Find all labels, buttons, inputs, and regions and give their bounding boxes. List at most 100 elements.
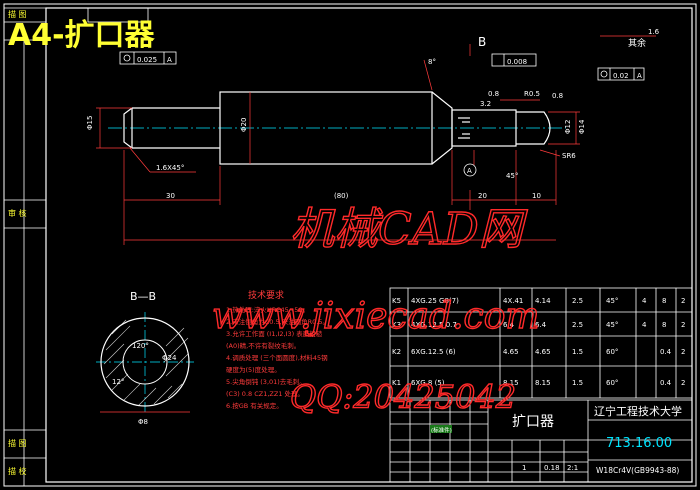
table-cell: 6.4 (535, 321, 547, 329)
inner-frame (45, 7, 693, 483)
table-cell: 45° (606, 297, 618, 305)
weight: 0.18 (544, 464, 560, 472)
watermark-line-2: www.jixiecad.com (212, 296, 540, 337)
table-cell: 0.4 (660, 379, 672, 387)
left-binding-strip (4, 7, 46, 486)
table-cell: K3 (392, 321, 401, 329)
table-cell: 0.4 (660, 348, 672, 356)
table-cell: 8.15 (503, 379, 519, 387)
scale: 2:1 (567, 464, 578, 472)
section-mark-top: B (478, 35, 486, 49)
table-cell: 4X.41 (503, 297, 523, 305)
param-table-grid (389, 287, 693, 399)
strip-label-2: 审 核 (8, 208, 27, 218)
tech-req-line-4: (A0)精,不许有裂纹毛刺。 (226, 341, 300, 350)
table-cell: 4 (642, 321, 647, 329)
sheet-number: 1 (522, 464, 526, 472)
strip-label-4: 描 校 (8, 466, 27, 476)
strip-label-1: 描 图 (8, 9, 27, 19)
dim-dia-main: Φ20 (240, 118, 248, 132)
strip-label-3: 描 图 (8, 438, 27, 448)
tolerance-frames (119, 51, 645, 81)
table-cell: 6.4 (503, 321, 515, 329)
dim-angle-2: 8° (428, 58, 436, 66)
tech-req-line-1: 1.热处理:淬火HRC45~50。 (226, 305, 309, 314)
tol-value-right: 0.02 (613, 72, 629, 80)
table-cell: 2 (681, 297, 685, 305)
datum-circle (463, 163, 477, 177)
tol-position-symbol-icon (123, 54, 131, 62)
param-table-rows: K5 4XG.25 G8(7) 4X.41 4.14 2.5 45° 4 8 2… (392, 297, 685, 387)
table-cell: 4.65 (503, 348, 519, 356)
dim-len-right: 10 (532, 192, 541, 200)
sheet-title: A4-扩口器 (8, 18, 156, 53)
corner-note: 其余 (628, 37, 646, 49)
dim-rough-2: 0.8 (552, 92, 563, 100)
section-view-title: B—B (130, 290, 156, 303)
table-cell: 8 (662, 297, 666, 305)
table-cell: 1.5 (572, 379, 583, 387)
table-cell: 2 (681, 348, 685, 356)
tol-ref-right: A (637, 72, 642, 80)
title-block-grid (389, 399, 693, 483)
dim-len-left: 30 (166, 192, 175, 200)
tol-concentric-symbol-icon (600, 70, 608, 78)
tech-req-line-9: 6.按GB 有关规定。 (226, 401, 283, 410)
section-angle-2: 12° (112, 378, 124, 386)
table-cell: 2 (681, 321, 685, 329)
tech-req-line-5: 4.调质处理 (三个面圆度),材料45钢 (226, 353, 328, 362)
shaft-dimensions (96, 35, 656, 245)
dim-right-note: SR6 (562, 152, 576, 160)
table-cell: 8.15 (535, 379, 551, 387)
tech-req-title: 技术要求 (248, 289, 284, 301)
table-cell: 4.14 (535, 297, 551, 305)
dim-chamfer: 1.6X45° (156, 164, 184, 172)
watermark-line-1: 机械CAD网 (290, 204, 528, 255)
section-view (96, 312, 194, 413)
table-cell: 4.65 (535, 348, 551, 356)
part-name: 扩口器 (512, 414, 554, 430)
dim-radius: R0.5 (524, 90, 540, 98)
tol-value-1: 0.025 (137, 56, 157, 64)
top-tag-box (87, 7, 149, 23)
material: W18Cr4V(GB9943-88) (596, 466, 679, 475)
tech-req-line-8: (C3) 0.8 CZ1,ZZ1 处理。 (226, 389, 304, 398)
stamp-text: (标准件) (431, 426, 452, 434)
school-name: 辽宁工程技术大学 (594, 404, 682, 418)
tech-req-line-6: 硬度为(5)度处理。 (226, 365, 281, 374)
dim-len-total: (80) (334, 192, 349, 200)
table-cell: 6XG.8 (5) (411, 379, 445, 387)
table-cell: 45° (606, 321, 618, 329)
dim-dia-left: Φ15 (86, 116, 94, 130)
table-cell: 4XG.12.5 0.7 (411, 321, 457, 329)
dim-rough-3: 3.2 (480, 100, 491, 108)
dim-angle: 45° (506, 172, 518, 180)
datum-a: A (467, 167, 472, 175)
tol-ref-1: A (167, 56, 172, 64)
table-cell: 2.5 (572, 297, 583, 305)
tol-value-2: 0.008 (507, 58, 527, 66)
section-angle: 120° (132, 342, 149, 350)
outer-frame (3, 3, 697, 487)
table-cell: 6XG.12.5 (6) (411, 348, 456, 356)
table-cell: K5 (392, 297, 401, 305)
drawing-number: 713.16.00 (606, 436, 672, 451)
section-dim-top: Φ24 (162, 354, 177, 362)
dim-rough-1: 0.8 (488, 90, 499, 98)
table-cell: 60° (606, 348, 618, 356)
corner-rough: 1.6 (648, 28, 660, 36)
table-cell: 4XG.25 G8(7) (411, 297, 459, 305)
table-cell: 2.5 (572, 321, 583, 329)
table-cell: 4 (642, 297, 647, 305)
dim-len-mid: 20 (478, 192, 487, 200)
table-cell: 2 (681, 379, 685, 387)
tech-req-line-7: 5.尖角倒钝 (3,01)去毛刺。 (226, 377, 306, 386)
shaft-outline (123, 91, 551, 165)
table-cell: K2 (392, 348, 401, 356)
dim-dia-right-b: Φ14 (578, 119, 586, 134)
table-cell: 8 (662, 321, 666, 329)
table-cell: 1.5 (572, 348, 583, 356)
table-cell: K1 (392, 379, 401, 387)
watermark-line-3: QQ:20425042 (290, 378, 516, 416)
